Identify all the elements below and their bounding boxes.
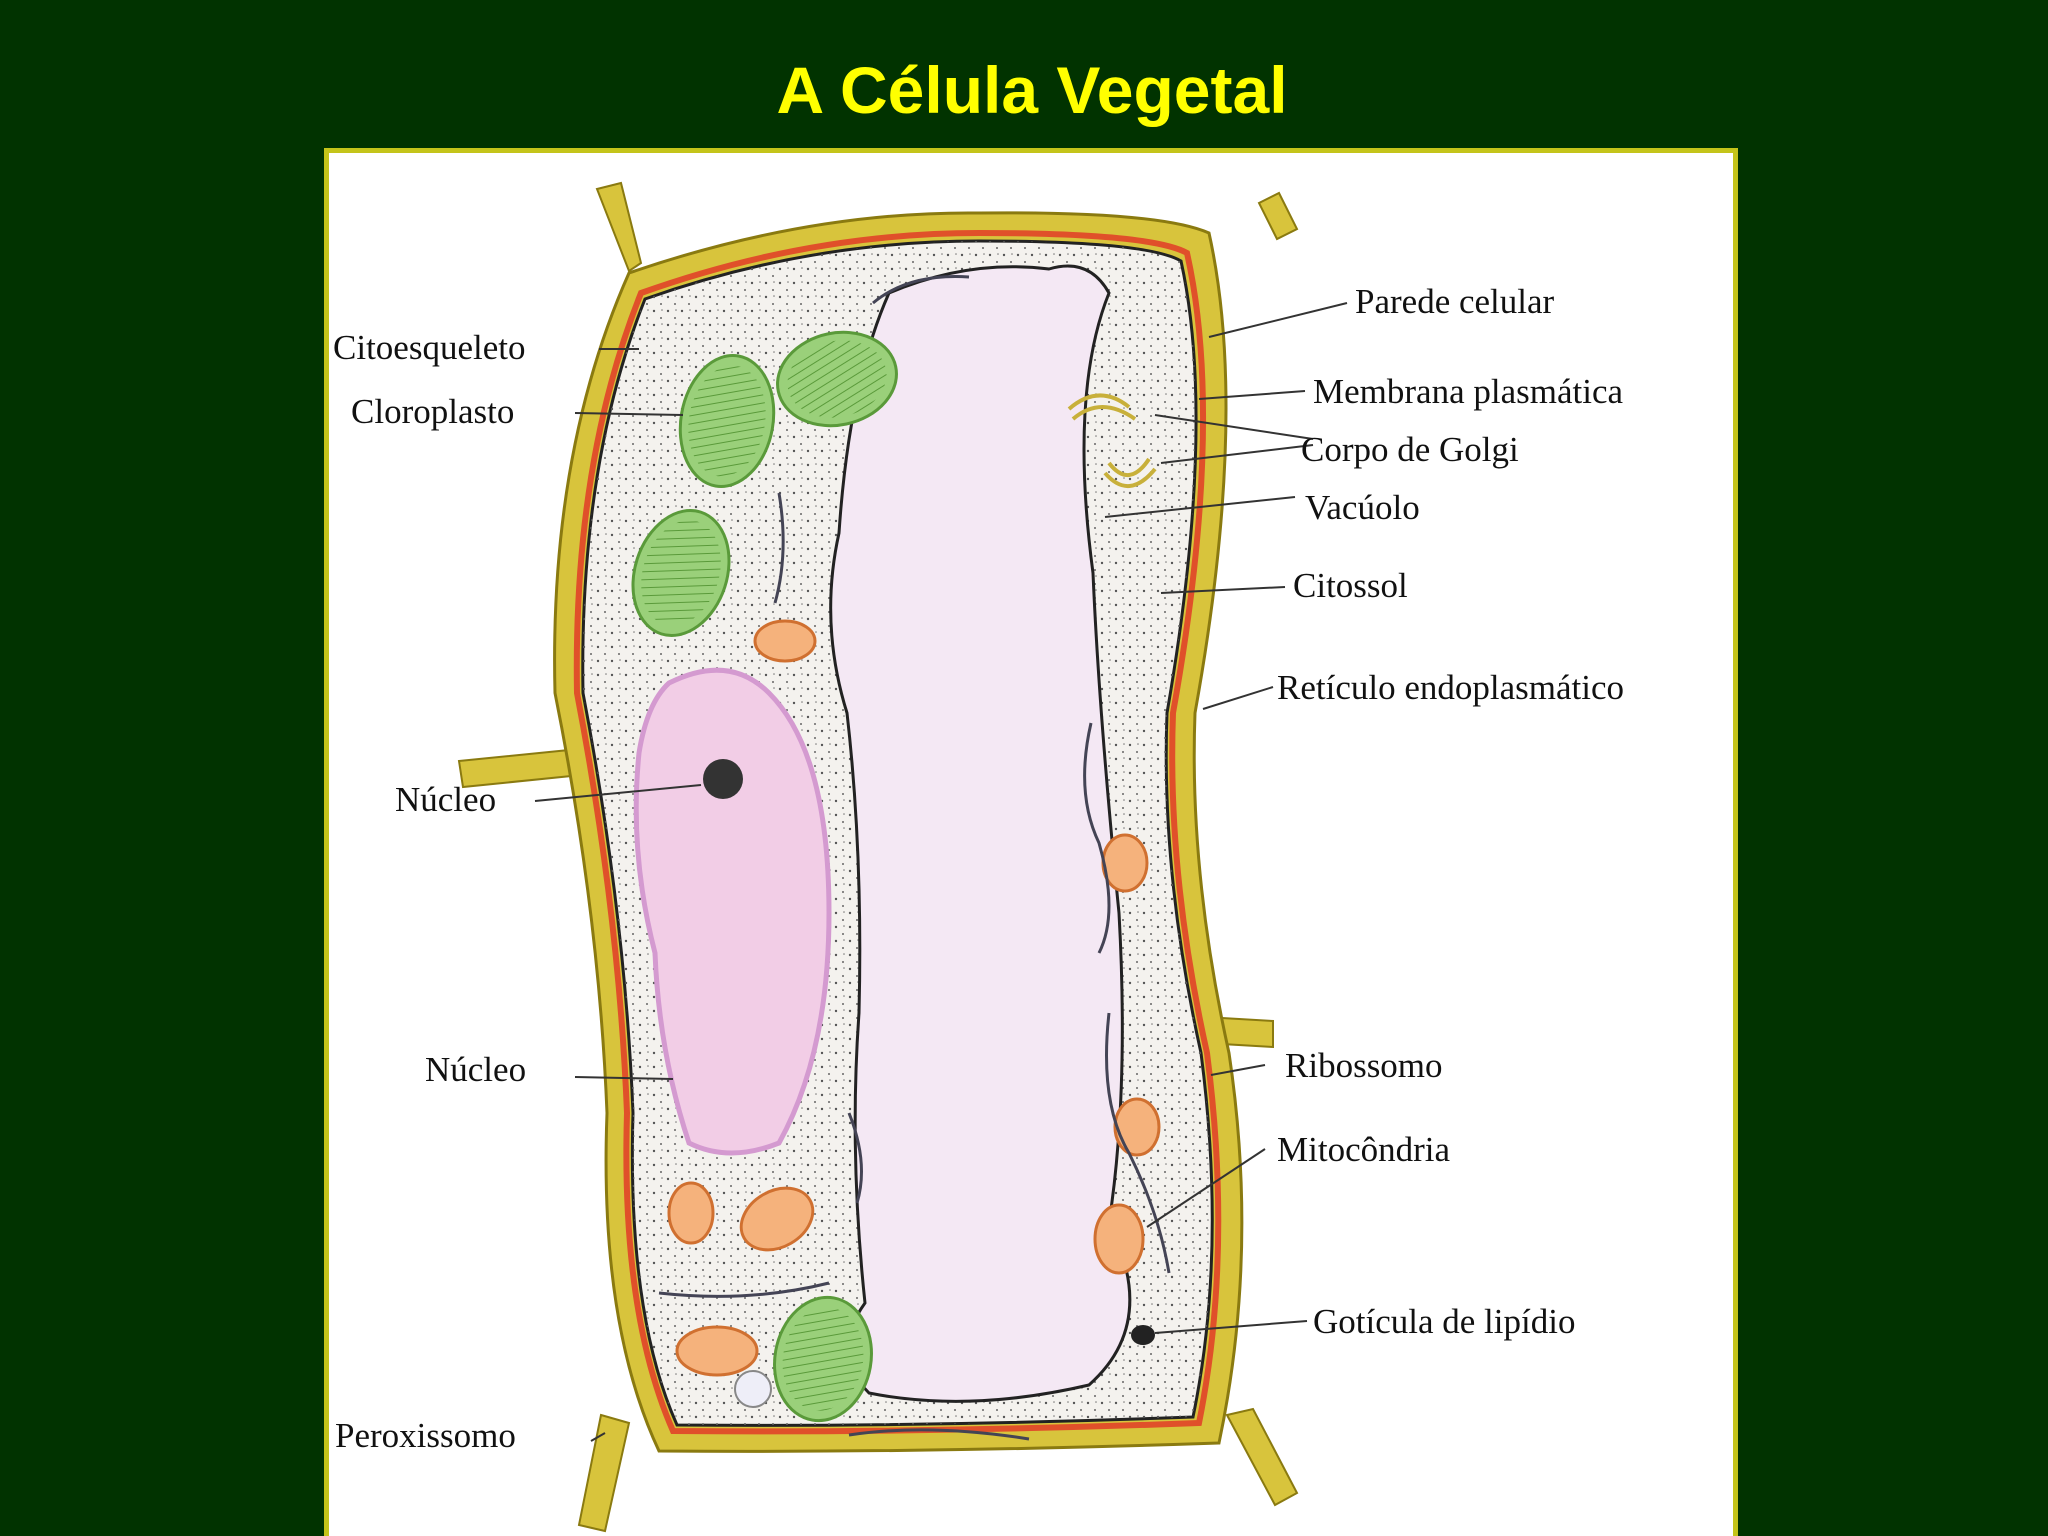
peroxisome [734, 1370, 772, 1408]
label-membrana-plasmatica: Membrana plasmática [1313, 372, 1623, 411]
label-corpo-golgi: Corpo de Golgi [1301, 430, 1519, 469]
label-mitocondria: Mitocôndria [1277, 1130, 1450, 1169]
label-nucleo-1: Núcleo [395, 780, 496, 819]
nucleus [633, 667, 832, 1156]
label-citoesqueleto: Citoesqueleto [333, 328, 525, 367]
label-goticula: Gotícula de lipídio [1313, 1302, 1575, 1341]
leader-lines [534, 302, 1348, 1442]
nucleolus [703, 759, 743, 799]
page-title: A Célula Vegetal [776, 53, 1288, 127]
lipid-droplet [1131, 1325, 1155, 1345]
chloroplasts [631, 330, 898, 1423]
label-citossol: Citossol [1293, 566, 1408, 605]
label-parede-celular: Parede celular [1355, 282, 1555, 321]
label-nucleo-2: Núcleo [425, 1050, 526, 1089]
golgi-body [1067, 393, 1157, 489]
vacuole [829, 264, 1132, 1403]
label-vacuolo: Vacúolo [1305, 488, 1420, 527]
plant-cell-diagram: Citoesqueleto Cloroplasto Núcleo Núcleo … [333, 181, 1624, 1533]
cell-wall-extensions [457, 181, 1299, 1533]
label-peroxissomo: Peroxissomo [335, 1416, 516, 1455]
endoplasmic-reticulum [658, 275, 1171, 1441]
plasma-membrane [573, 229, 1222, 1435]
label-ribossomo: Ribossomo [1285, 1046, 1443, 1085]
diagram-frame: Citoesqueleto Cloroplasto Núcleo Núcleo … [324, 148, 1738, 1536]
label-reticulo: Retículo endoplasmático [1277, 668, 1624, 707]
label-cloroplasto: Cloroplasto [351, 392, 514, 431]
